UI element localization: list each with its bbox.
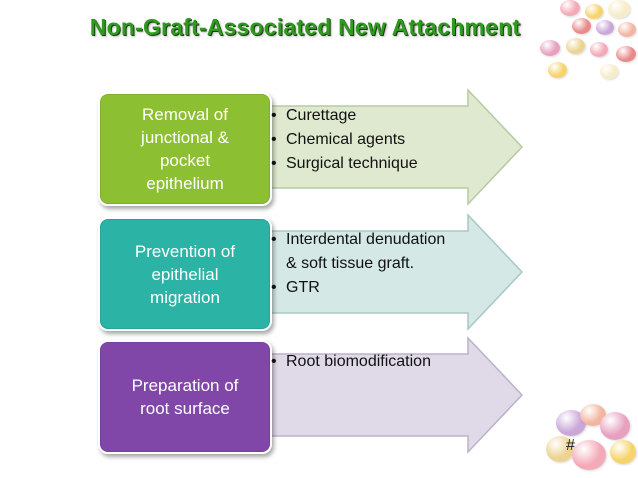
slide-number: # (566, 437, 575, 454)
candy-egg-icon (618, 22, 636, 37)
stage-box: Prevention of epithelial migration (98, 217, 272, 331)
candy-egg-icon (600, 412, 630, 440)
method-text: Chemical agents (286, 131, 406, 148)
candy-egg-icon (585, 4, 603, 19)
method-list-item: Curettage (270, 104, 418, 128)
candy-egg-icon (590, 42, 608, 57)
stage-box-label-line: junctional & (141, 128, 229, 147)
stage-box-label-line: migration (150, 287, 220, 307)
method-list-item: Surgical technique (270, 152, 418, 176)
candy-egg-icon (572, 440, 606, 470)
candy-egg-icon (560, 0, 580, 16)
candy-egg-icon (580, 404, 606, 426)
candy-egg-icon (566, 38, 585, 54)
method-text: Root biomodification (286, 353, 431, 370)
stage-box-label-line: Removal of (142, 105, 228, 124)
method-list: CurettageChemical agentsSurgical techniq… (270, 104, 418, 176)
candy-egg-icon (608, 0, 630, 18)
candy-egg-icon (546, 436, 574, 462)
method-list-item: Interdental denudation & soft tissue graf… (270, 228, 445, 276)
method-text: Surgical technique (286, 155, 418, 172)
candy-egg-icon (610, 440, 636, 464)
method-list-item: Chemical agents (270, 128, 418, 152)
candy-egg-icon (540, 40, 560, 56)
stage-box-label-line: root surface (140, 399, 230, 418)
stage-box: Removal of junctional & pocket epithelium (98, 92, 272, 206)
method-list-item: GTR (270, 276, 445, 300)
stage-box-label-line: epithelial (151, 264, 219, 284)
stage-box-label-line: Prevention of (134, 241, 236, 261)
method-list: Root biomodification (270, 350, 431, 374)
candy-egg-icon (548, 62, 567, 78)
diagram-row: Preparation of root surface Root biomodifi… (0, 336, 638, 454)
candy-egg-icon (596, 20, 614, 35)
candy-egg-icon (572, 18, 591, 34)
stage-box: Preparation of root surface (98, 340, 272, 454)
stage-box-label-line: Preparation of (131, 376, 239, 395)
stage-box-label-line: epithelium (146, 174, 224, 193)
diagram-row: Removal of junctional & pocket epithelium Cu… (0, 88, 638, 206)
method-text: Curettage (286, 107, 357, 124)
method-text: Interdental denudation (286, 231, 446, 248)
candy-egg-icon (600, 64, 618, 79)
method-text: & soft tissue graft. (286, 255, 415, 272)
stage-box-label-line: pocket (159, 151, 211, 170)
candy-egg-icon (616, 46, 636, 62)
method-list: Interdental denudation & soft tissue graf… (270, 228, 445, 300)
method-list-item: Root biomodification (270, 350, 431, 374)
method-text: GTR (286, 279, 320, 296)
slide-title: Non-Graft-Associated New Attachment (89, 14, 521, 40)
diagram-row: Prevention of epithelial migration Interden… (0, 213, 638, 331)
